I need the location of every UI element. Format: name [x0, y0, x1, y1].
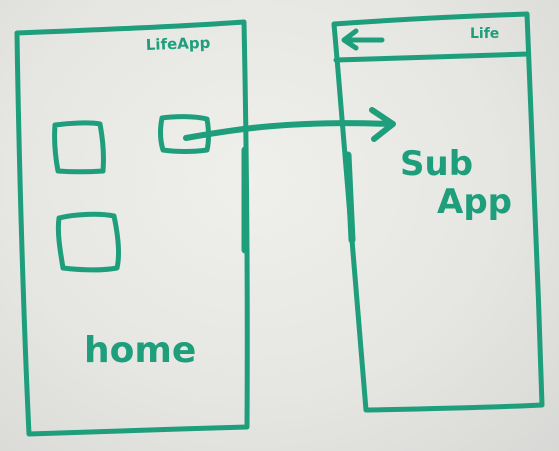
left-phone-frame: [14, 19, 250, 437]
right-phone-header-divider: [333, 51, 531, 63]
right-phone-sketch: Life Sub App: [331, 11, 545, 413]
right-phone-header-text: Life: [470, 26, 499, 42]
navigation-arrow: [183, 107, 396, 142]
left-phone-sketch: LifeApp home: [14, 19, 250, 437]
sub-app-label-line1: Sub: [400, 144, 473, 184]
right-arrow-head: [369, 107, 396, 142]
app-icon-square-selected: [158, 114, 211, 154]
app-icon-square-2: [55, 211, 121, 273]
right-phone-frame: [331, 11, 545, 413]
right-phone-edge-stroke: [344, 151, 356, 244]
home-label: home: [84, 330, 196, 371]
sub-app-label-line2: App: [437, 182, 512, 222]
left-phone-header-text: LifeApp: [146, 34, 211, 54]
right-arrow-icon: [183, 120, 393, 141]
left-arrow-icon: [341, 28, 385, 51]
app-icon-square-1: [52, 120, 106, 175]
